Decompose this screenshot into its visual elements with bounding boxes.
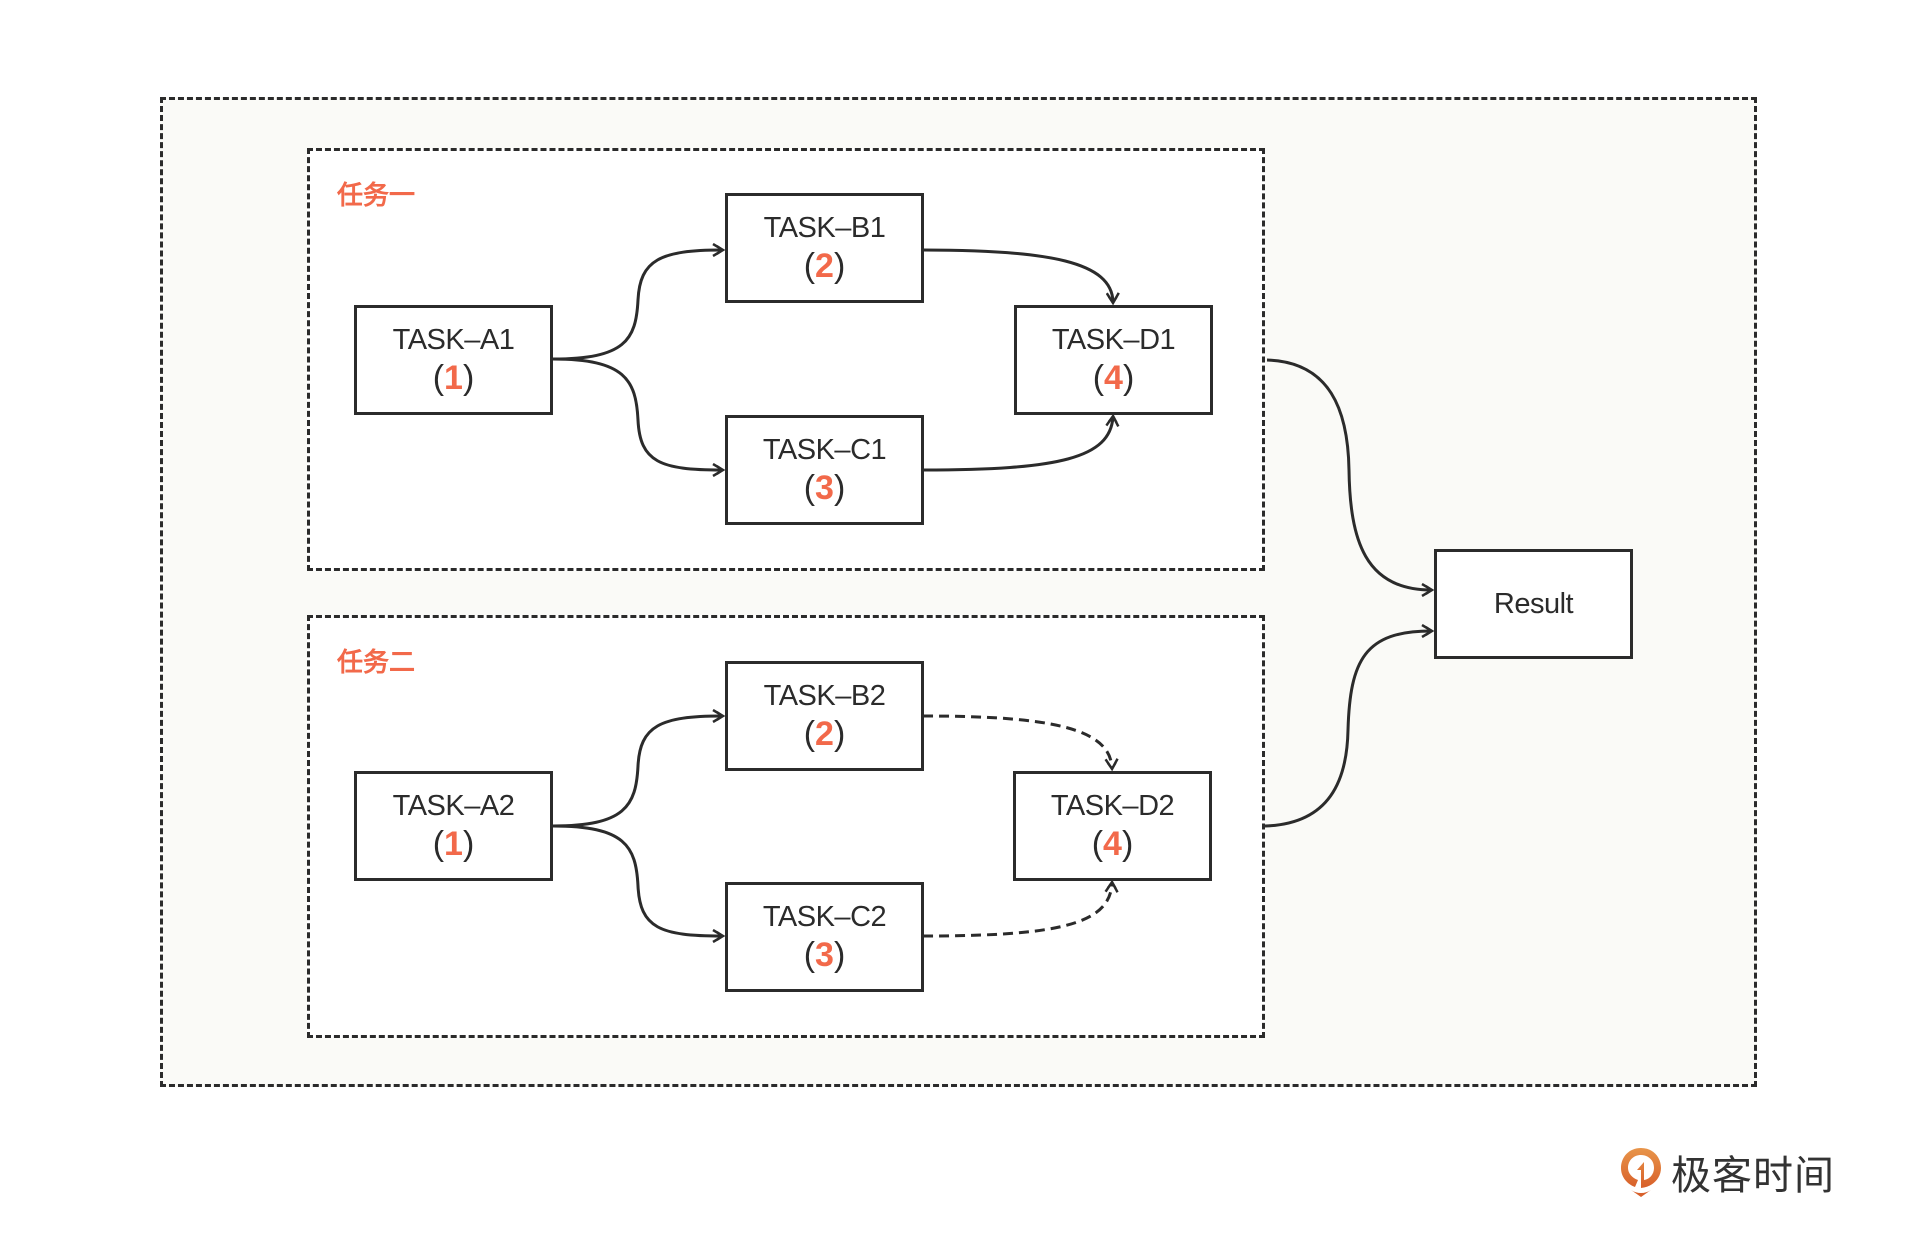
node-name: TASK–A2 bbox=[392, 790, 515, 822]
node-order: (3) bbox=[803, 469, 846, 507]
node-name: TASK–C2 bbox=[762, 901, 887, 933]
order-number: 1 bbox=[444, 359, 463, 397]
node-task-a1[interactable]: TASK–A1 (1) bbox=[354, 305, 553, 415]
node-order: (3) bbox=[803, 936, 846, 974]
node-task-d1[interactable]: TASK–D1 (4) bbox=[1014, 305, 1213, 415]
order-number: 4 bbox=[1104, 359, 1123, 397]
node-name: Result bbox=[1493, 588, 1574, 620]
node-result[interactable]: Result bbox=[1434, 549, 1633, 659]
group-label: 任务二 bbox=[337, 648, 416, 678]
node-name: TASK–B2 bbox=[763, 680, 886, 712]
node-order: (1) bbox=[432, 825, 475, 863]
node-name: TASK–C1 bbox=[762, 434, 887, 466]
order-number: 3 bbox=[815, 469, 834, 507]
node-name: TASK–D1 bbox=[1051, 324, 1176, 356]
node-order: (2) bbox=[803, 715, 846, 753]
group-label: 任务一 bbox=[337, 181, 416, 211]
node-task-b2[interactable]: TASK–B2 (2) bbox=[725, 661, 924, 771]
node-task-b1[interactable]: TASK–B1 (2) bbox=[725, 193, 924, 303]
order-number: 3 bbox=[815, 936, 834, 974]
node-task-c1[interactable]: TASK–C1 (3) bbox=[725, 415, 924, 525]
logo-text: 极客时间 bbox=[1671, 1153, 1835, 1199]
order-number: 2 bbox=[815, 247, 834, 285]
node-order: (1) bbox=[432, 359, 475, 397]
order-number: 1 bbox=[444, 825, 463, 863]
node-task-d2[interactable]: TASK–D2 (4) bbox=[1013, 771, 1212, 881]
geektime-logo-icon bbox=[1621, 1148, 1661, 1197]
order-number: 4 bbox=[1103, 825, 1122, 863]
node-name: TASK–A1 bbox=[392, 324, 515, 356]
node-name: TASK–B1 bbox=[763, 212, 886, 244]
brand-logo: 极客时间 bbox=[1619, 1143, 1835, 1201]
order-number: 2 bbox=[815, 715, 834, 753]
node-task-a2[interactable]: TASK–A2 (1) bbox=[354, 771, 553, 881]
node-order: (4) bbox=[1092, 359, 1135, 397]
node-name: TASK–D2 bbox=[1050, 790, 1175, 822]
node-order: (4) bbox=[1091, 825, 1134, 863]
node-task-c2[interactable]: TASK–C2 (3) bbox=[725, 882, 924, 992]
node-order: (2) bbox=[803, 247, 846, 285]
